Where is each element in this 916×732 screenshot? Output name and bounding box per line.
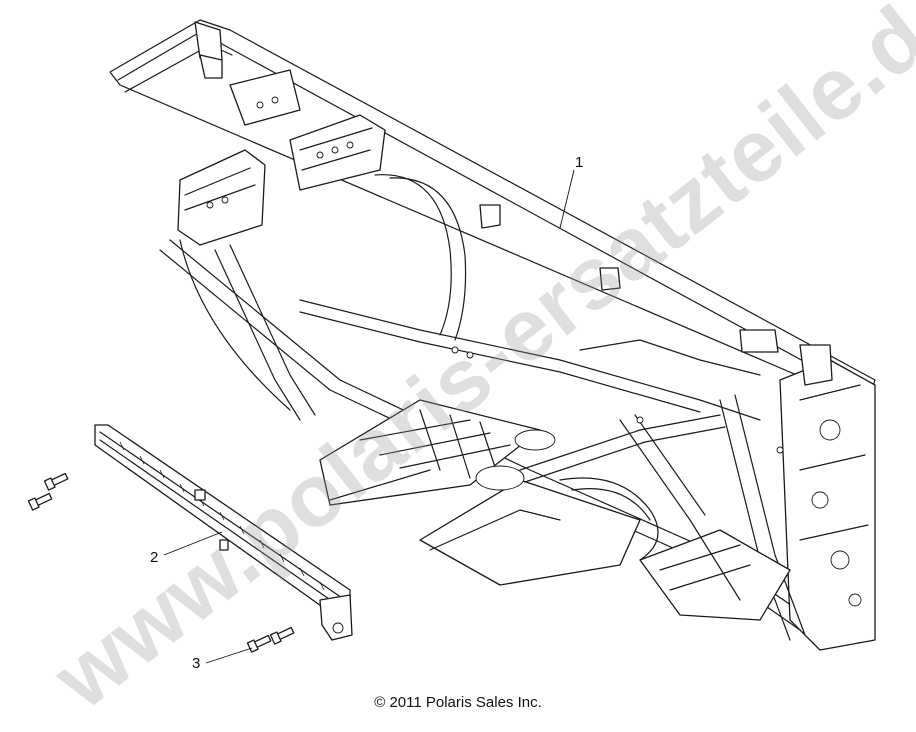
bolts-part-3[interactable] [246,626,295,653]
side-rail-part-2[interactable] [94,424,353,641]
bolt-icon [43,472,69,491]
bolt-icon [246,634,272,653]
callout-2-leader [163,531,223,556]
bolt-icon [27,492,53,511]
callout-3-leader [205,647,253,664]
bolts-left-pair[interactable] [27,472,69,511]
main-frame-part-1[interactable] [109,19,876,651]
copyright-notice: © 2011 Polaris Sales Inc. [374,694,542,711]
bolt-icon [269,626,295,645]
callout-3-label: 3 [192,655,200,672]
callout-1-label: 1 [575,154,583,171]
callout-2-label: 2 [150,549,158,566]
callout-1-leader [559,169,575,229]
